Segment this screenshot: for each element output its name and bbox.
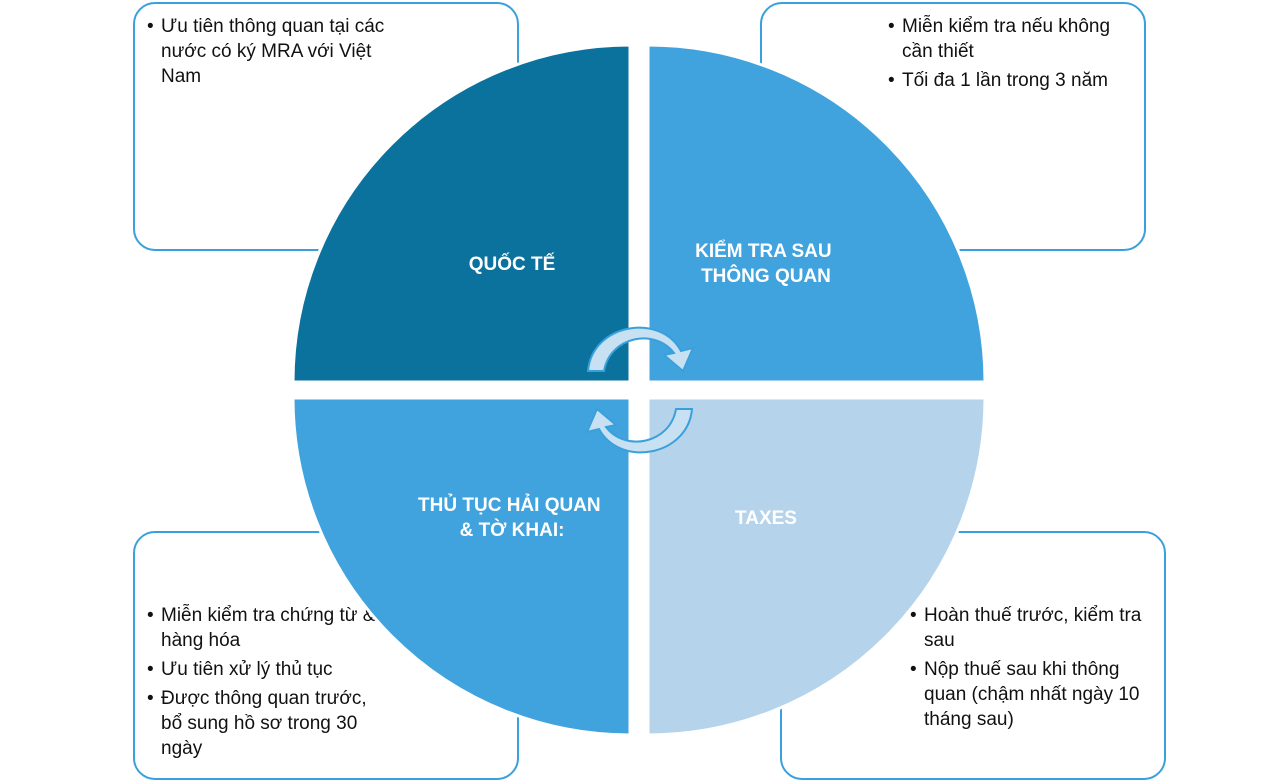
bullet-item: Nộp thuế sau khi thông quan (chậm nhất n…	[910, 657, 1150, 732]
bullet-item: Miễn kiểm tra chứng từ & hàng hóa	[147, 603, 387, 653]
bullet-item: Ưu tiên xử lý thủ tục	[147, 657, 387, 682]
quadrant-label-thu-tuc-hai-quan: THỦ TỤC HẢI QUAN & TỜ KHAI:	[418, 494, 606, 541]
bullet-list: Ưu tiên thông quan tại các nước có ký MR…	[147, 14, 397, 93]
bullet-list: Hoàn thuế trước, kiểm tra sau Nộp thuế s…	[910, 603, 1150, 736]
arrow-clockwise-top-icon	[586, 326, 695, 373]
quadrant-thu-tuc-hai-quan	[291, 396, 632, 737]
bullet-list: Miễn kiểm tra chứng từ & hàng hóa Ưu tiê…	[147, 603, 387, 765]
quadrant-taxes	[646, 396, 987, 737]
bullet-item: Tối đa 1 lần trong 3 năm	[888, 68, 1143, 93]
arrow-clockwise-bottom-icon	[585, 407, 694, 454]
quadrant-quoc-te	[291, 43, 632, 384]
bullet-item: Được thông quan trước, bổ sung hồ sơ tro…	[147, 686, 387, 761]
quadrant-kiem-tra-sau-thong-quan	[646, 43, 987, 384]
detail-box-taxes: Hoàn thuế trước, kiểm tra sau Nộp thuế s…	[780, 531, 1166, 780]
bullet-item: Miễn kiểm tra nếu không cần thiết	[888, 14, 1143, 64]
quadrant-label-taxes: TAXES	[735, 508, 797, 529]
bullet-item: Ưu tiên thông quan tại các nước có ký MR…	[147, 14, 397, 89]
cycle-arrows-icon	[585, 326, 695, 454]
quadrant-label-kiem-tra-sau-thong-quan: KIỂM TRA SAU THÔNG QUAN	[695, 240, 837, 287]
bullet-item: Hoàn thuế trước, kiểm tra sau	[910, 603, 1150, 653]
bullet-list: Miễn kiểm tra nếu không cần thiết Tối đa…	[888, 14, 1143, 97]
quadrant-label-quoc-te: QUỐC TẾ	[469, 253, 556, 275]
